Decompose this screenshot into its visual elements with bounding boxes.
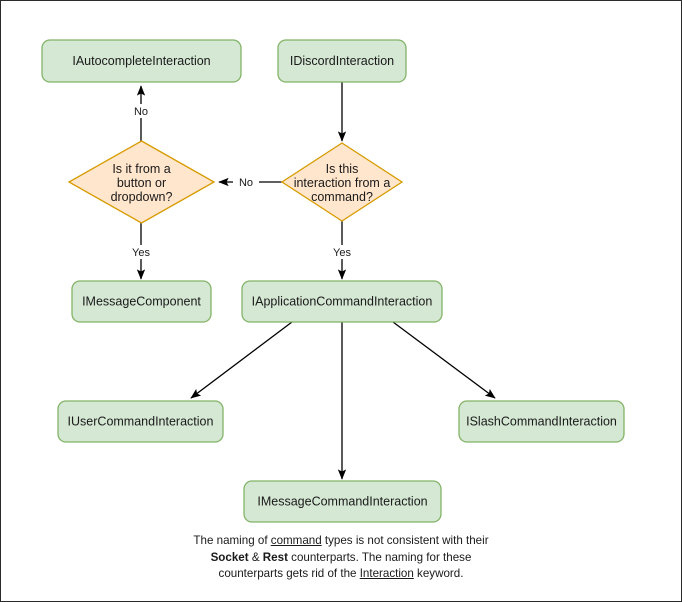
node-discord-interaction[interactable]: IDiscordInteraction (277, 39, 407, 83)
node-message-command-interaction-box[interactable] (243, 480, 442, 523)
caption-bold-rest: Rest (262, 550, 288, 564)
node-decision-button-or-dropdown-shape[interactable] (67, 140, 216, 224)
node-slash-command-interaction-box[interactable] (458, 400, 625, 443)
caption-line2-rest: counterparts. The naming for these (287, 550, 472, 564)
node-message-command-interaction-label: IMessageCommandInteraction (257, 494, 427, 508)
node-message-component-label: IMessageComponent (82, 294, 201, 308)
node-decision-button-or-dropdown[interactable]: Is it from a button or dropdown? (67, 140, 216, 224)
caption-underline-command: command (270, 534, 322, 547)
node-slash-command-interaction-label: ISlashCommandInteraction (466, 414, 617, 428)
node-user-command-interaction-box[interactable] (57, 400, 224, 443)
edge-button-dropdown-to-message-component: Yes (127, 223, 155, 280)
node-application-command-interaction-box[interactable] (241, 280, 443, 323)
caption-line-1: The naming of command types is not consi… (1, 533, 681, 550)
edge-label-yes-app-command: Yes (333, 247, 351, 259)
diagram-caption: The naming of command types is not consi… (1, 533, 681, 583)
node-autocomplete-interaction-box[interactable] (41, 39, 242, 83)
node-decision-is-command-line3: command? (311, 190, 373, 204)
caption-ampersand: & (248, 550, 263, 564)
node-decision-is-command-line2: interaction from a (294, 176, 391, 190)
edge-label-yes-message-component: Yes (132, 247, 150, 259)
node-slash-command-interaction[interactable]: ISlashCommandInteraction (458, 400, 625, 443)
node-application-command-interaction[interactable]: IApplicationCommandInteraction (241, 280, 443, 323)
edge-is-command-to-app-command: Yes (328, 221, 356, 280)
node-discord-interaction-box[interactable] (277, 39, 407, 83)
node-decision-is-command[interactable]: Is this interaction from a command? (280, 142, 404, 222)
caption-line1-part-b: types is not consistent with their (321, 534, 489, 547)
nodes-layer: IAutocompleteInteraction IDiscordInterac… (41, 39, 625, 523)
node-user-command-interaction-label: IUserCommandInteraction (68, 414, 214, 428)
edge-app-command-to-slash-command (392, 321, 496, 399)
node-message-component[interactable]: IMessageComponent (71, 280, 212, 323)
node-autocomplete-interaction[interactable]: IAutocompleteInteraction (41, 39, 242, 83)
edge-is-command-to-button-dropdown: No (218, 175, 282, 189)
edge-label-no-button-dropdown: No (239, 177, 253, 189)
caption-line-2: Socket & Rest counterparts. The naming f… (1, 550, 681, 567)
edge-label-no-autocomplete: No (134, 106, 148, 118)
node-decision-is-command-shape[interactable] (280, 142, 404, 222)
node-application-command-interaction-label: IApplicationCommandInteraction (252, 294, 433, 308)
caption-line1-part-a: The naming of (193, 534, 271, 547)
caption-bold-socket: Socket (210, 550, 249, 564)
node-decision-is-command-line1: Is this (326, 162, 359, 176)
caption-underline-interaction: Interaction (359, 567, 414, 580)
caption-line3-part-a: counterparts gets rid of the (218, 567, 360, 580)
node-autocomplete-interaction-label: IAutocompleteInteraction (72, 54, 210, 68)
node-decision-button-or-dropdown-line1: Is it from a (112, 162, 170, 176)
edges-layer: No No Yes Yes (127, 82, 496, 480)
edge-button-dropdown-to-autocomplete: No (129, 85, 153, 141)
caption-line3-part-b: keyword. (413, 567, 464, 580)
node-user-command-interaction[interactable]: IUserCommandInteraction (57, 400, 224, 443)
node-decision-button-or-dropdown-line2: button or (117, 176, 166, 190)
node-message-command-interaction[interactable]: IMessageCommandInteraction (243, 480, 442, 523)
node-discord-interaction-label: IDiscordInteraction (290, 54, 394, 68)
node-decision-button-or-dropdown-line3: dropdown? (111, 190, 173, 204)
edge-app-command-to-user-command (190, 321, 293, 399)
caption-line-3: counterparts gets rid of the Interaction… (1, 566, 681, 583)
node-message-component-box[interactable] (71, 280, 212, 323)
